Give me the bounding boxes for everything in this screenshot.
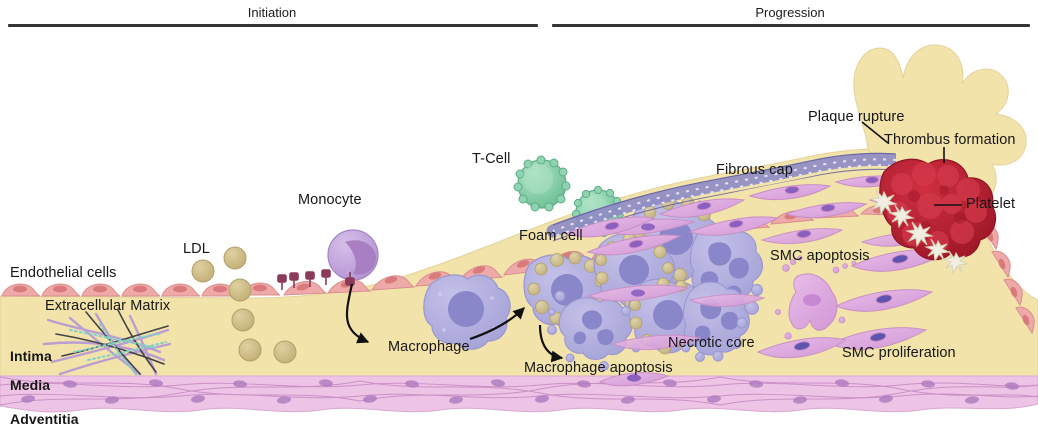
- thrombus: [879, 158, 997, 261]
- arrow-foam-to-apoptosis: [538, 324, 564, 363]
- necrotic-core-cluster: [586, 196, 766, 362]
- ldl-particles: [191, 246, 297, 364]
- label-fibrous-cap: Fibrous cap: [716, 162, 793, 178]
- extracellular-matrix: [42, 309, 172, 376]
- arrow-macrophage-to-foam-cell: [469, 307, 525, 341]
- phase-label-progression: Progression: [755, 5, 825, 20]
- process-arrows: [345, 283, 564, 363]
- platelets: [869, 189, 969, 275]
- label-media: Media: [10, 377, 51, 393]
- label-macrophage-apoptosis: Macrophage apoptosis: [524, 360, 673, 376]
- smc-apoptosis-cell: [775, 255, 857, 347]
- adhesion-receptors: [277, 269, 331, 290]
- fibrous-cap: [546, 152, 940, 256]
- label-intima: Intima: [10, 348, 52, 364]
- label-necrotic-core: Necrotic core: [668, 335, 755, 351]
- label-plaque-rupture: Plaque rupture: [808, 109, 905, 125]
- phase-rule-initiation: [8, 24, 538, 27]
- phase-rule-progression: [552, 24, 1030, 27]
- label-extracellular-matrix: Extracellular Matrix: [45, 298, 171, 314]
- label-ldl: LDL: [183, 241, 210, 257]
- label-t-cell: T-Cell: [472, 151, 511, 167]
- label-smc-proliferation: SMC proliferation: [842, 345, 956, 361]
- label-smc-apoptosis: SMC apoptosis: [770, 248, 870, 264]
- label-macrophage: Macrophage: [388, 339, 470, 355]
- endothelial-cells-flat: [1, 282, 281, 297]
- label-platelet: Platelet: [966, 196, 1016, 212]
- label-endothelial-cells: Endothelial cells: [10, 265, 117, 281]
- callout-leaders: [861, 121, 962, 206]
- monocyte-cell: [327, 229, 379, 286]
- media-layer: [0, 372, 1038, 413]
- core-smc-strands: [586, 218, 766, 351]
- phase-label-initiation: Initiation: [247, 5, 297, 20]
- label-adventitia: Adventitia: [10, 411, 79, 427]
- label-thrombus-formation: Thrombus formation: [884, 132, 1016, 148]
- arrow-monocyte-to-macrophage: [345, 283, 370, 344]
- leader-plaque-rupture: [861, 121, 889, 144]
- smc-migrating: [598, 372, 670, 387]
- label-foam-cell: Foam cell: [519, 228, 583, 244]
- label-monocyte: Monocyte: [298, 192, 362, 208]
